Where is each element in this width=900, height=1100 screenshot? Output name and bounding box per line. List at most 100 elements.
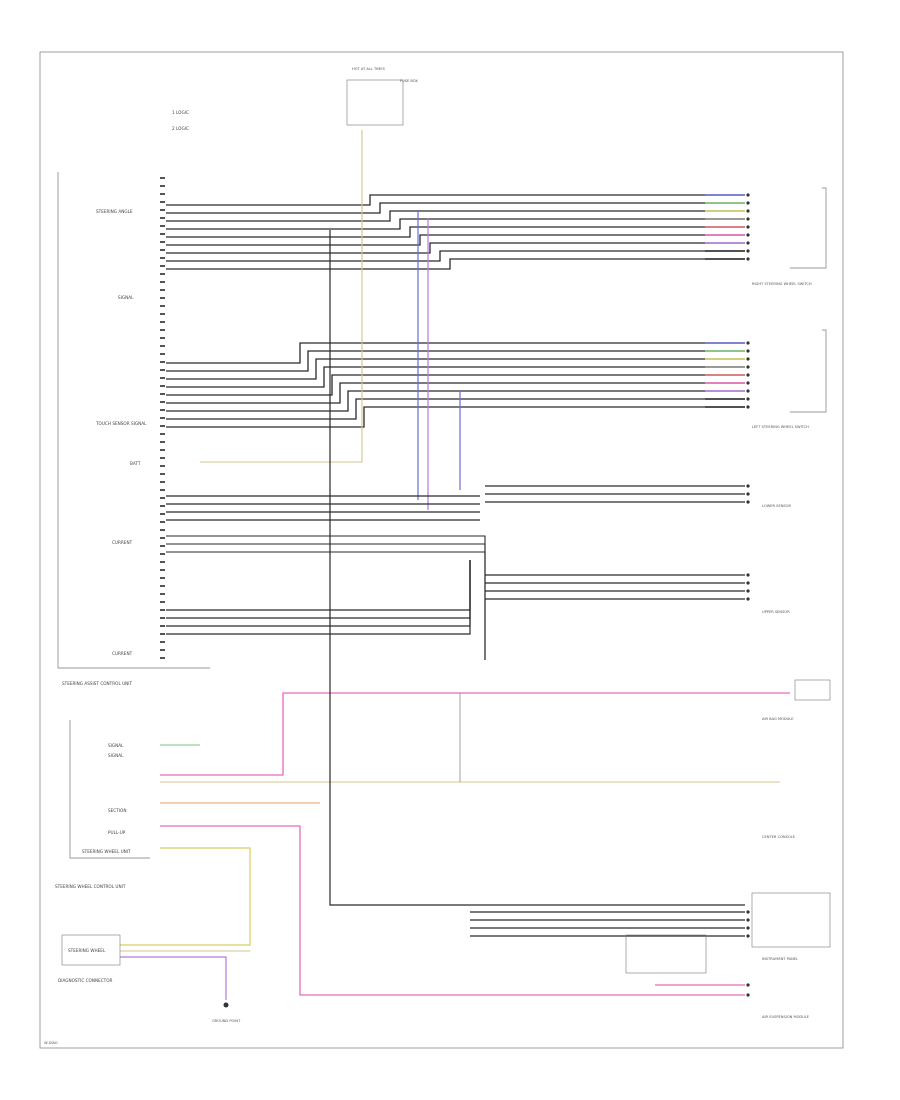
terminal-top-3 xyxy=(746,217,750,221)
right-r8-caption: AIR SUSPENSION MODULE xyxy=(762,1015,810,1019)
pin-mark xyxy=(160,233,165,235)
terminal-mid-0 xyxy=(746,341,750,345)
pin-mark xyxy=(160,601,165,603)
terminal-r4-3 xyxy=(746,597,750,601)
pin-mark xyxy=(160,577,165,579)
pin-mark xyxy=(160,361,165,363)
wire-lower-3 xyxy=(166,560,471,635)
pin-mark xyxy=(160,385,165,387)
pin-mark xyxy=(160,289,165,291)
pin-mark xyxy=(160,609,165,611)
right-r3-caption: LOWER SENSOR xyxy=(762,504,792,508)
terminal-mid-7 xyxy=(746,397,750,401)
wire-top-6 xyxy=(166,242,745,254)
wires xyxy=(120,130,790,1000)
terminal-mid-8 xyxy=(746,405,750,409)
wire-lower-0 xyxy=(166,560,471,611)
pin-mark xyxy=(160,201,165,203)
pin-mark xyxy=(160,625,165,627)
pin-mark xyxy=(160,649,165,651)
ground-label: GROUND POINT xyxy=(212,1019,241,1023)
pin-mark xyxy=(160,529,165,531)
pin-mark xyxy=(160,225,165,227)
terminal-mid-3 xyxy=(746,365,750,369)
terminal-top-4 xyxy=(746,225,750,229)
terminal-r3-1 xyxy=(746,492,750,496)
wire-top-0 xyxy=(166,194,745,206)
terminal-mid-2 xyxy=(746,357,750,361)
wire-cur-0 xyxy=(166,535,486,660)
pin-mark xyxy=(160,281,165,283)
wire-mid-3 xyxy=(166,366,745,388)
terminal-top-7 xyxy=(746,249,750,253)
terminal-mid-4 xyxy=(746,373,750,377)
pin-mark xyxy=(160,657,165,659)
pin-mark xyxy=(160,641,165,643)
pin-mark xyxy=(160,209,165,211)
wire-top-8 xyxy=(166,258,745,270)
label-touch-sensor: TOUCH SENSOR SIGNAL xyxy=(95,421,147,426)
lower-right-subbox xyxy=(625,934,707,974)
terminal-r4-1 xyxy=(746,581,750,585)
legend-1: 1 LOGIC xyxy=(172,110,189,115)
pin-mark xyxy=(160,425,165,427)
top-connector xyxy=(346,79,404,126)
label-batt: BATT xyxy=(130,461,141,466)
terminal-mid-1 xyxy=(746,349,750,353)
page-frame xyxy=(39,51,844,1049)
wire-top-4 xyxy=(166,226,745,238)
pin-mark xyxy=(160,521,165,523)
terminal-top-6 xyxy=(746,241,750,245)
pin-mark xyxy=(160,513,165,515)
lower-left-3: SECTION xyxy=(108,808,126,813)
terminal-mid-6 xyxy=(746,389,750,393)
pin-mark xyxy=(160,257,165,259)
terminal-ip-0 xyxy=(746,910,750,914)
left-box-caption: STEERING ASSIST CONTROL UNIT xyxy=(62,681,133,686)
wire-mid-0 xyxy=(166,342,745,364)
pin-mark xyxy=(160,249,165,251)
bottom-left-unit xyxy=(61,934,121,966)
wire-ip-1 xyxy=(329,230,745,906)
pin-column xyxy=(160,177,165,659)
right-bracket-mid xyxy=(790,329,827,413)
right-r5-caption: AIR BAG MODULE xyxy=(762,717,794,721)
pin-mark xyxy=(160,545,165,547)
lower-left-caption: STEERING WHEEL CONTROL UNIT xyxy=(55,884,126,889)
wire-top-3 xyxy=(166,218,745,230)
pin-mark xyxy=(160,561,165,563)
terminal-top-0 xyxy=(746,193,750,197)
pin-mark xyxy=(160,313,165,315)
label-steering-angle: STEERING ANGLE xyxy=(96,209,133,214)
terminal-top-5 xyxy=(746,233,750,237)
terminal-ip-3 xyxy=(746,934,750,938)
terminal-airbag-1 xyxy=(746,983,750,987)
pin-mark xyxy=(160,305,165,307)
lower-left-1: SIGNAL xyxy=(108,743,124,748)
pin-mark xyxy=(160,353,165,355)
right-bracket-top xyxy=(790,187,827,269)
wire-mid-1 xyxy=(166,350,745,372)
wire-airbag-lower xyxy=(160,825,745,996)
lower-right-module xyxy=(751,892,831,948)
pin-mark xyxy=(160,321,165,323)
pin-mark xyxy=(160,409,165,411)
terminal-top-8 xyxy=(746,257,750,261)
pin-mark xyxy=(160,617,165,619)
wire-mid-7 xyxy=(166,398,745,420)
wire-mid-5 xyxy=(166,382,745,404)
terminal-top-2 xyxy=(746,209,750,213)
pin-mark xyxy=(160,417,165,419)
wire-top-1 xyxy=(166,202,745,214)
right-r7-caption: INSTRUMENT PANEL xyxy=(762,957,798,961)
pin-mark xyxy=(160,241,165,243)
terminal-ip-1 xyxy=(746,918,750,922)
bottom-left-unit-label: STEERING WHEEL xyxy=(68,948,106,953)
pin-mark xyxy=(160,273,165,275)
ground-icon xyxy=(223,1002,229,1008)
pin-mark xyxy=(160,369,165,371)
lower-left-4: PULL-UP xyxy=(108,830,126,835)
right-r4-caption: UPPER SENSOR xyxy=(762,610,790,614)
terminal-ip-2 xyxy=(746,926,750,930)
